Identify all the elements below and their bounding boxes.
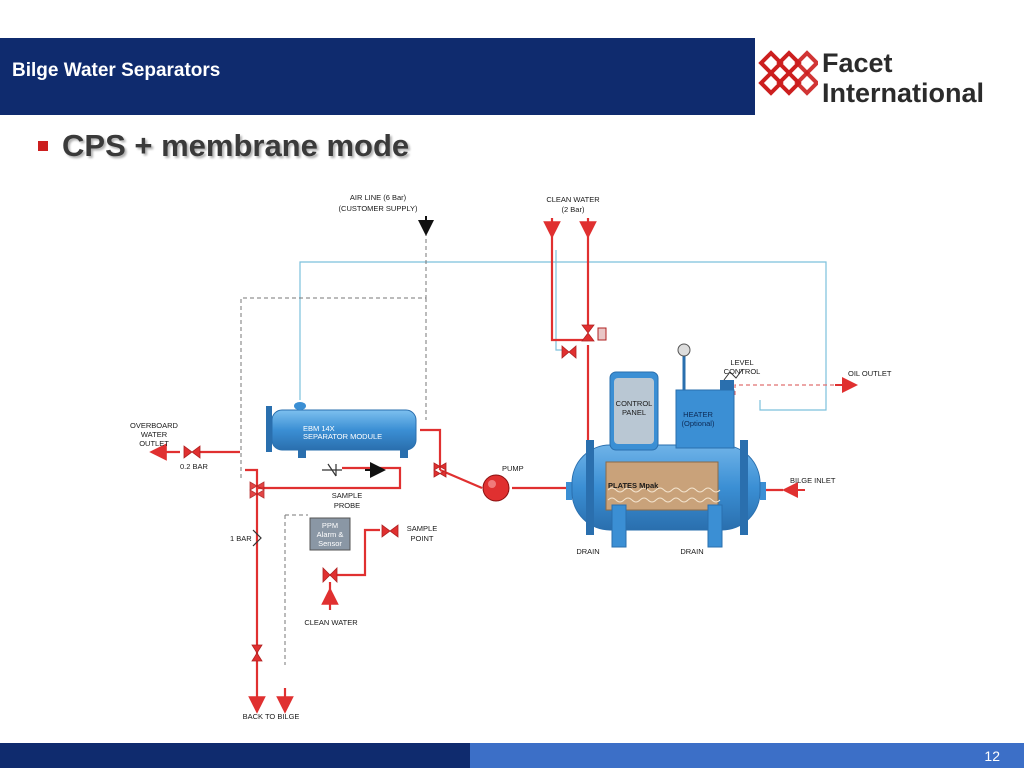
- air-line-label-2: (CUSTOMER SUPPLY): [339, 204, 418, 213]
- oil-outlet-line: [734, 384, 835, 395]
- relief-valve-1bar: [252, 529, 262, 547]
- pump: [482, 474, 510, 502]
- clean-water-bottom-label: CLEAN WATER: [304, 618, 358, 627]
- module-label-2: SEPARATOR MODULE: [303, 432, 382, 441]
- control-panel-label-2: PANEL: [622, 408, 646, 417]
- clean-water-top-label-1: CLEAN WATER: [546, 195, 600, 204]
- bilge-inlet-label: BILGE INLET: [790, 476, 836, 485]
- facet-logo-mark: [758, 50, 820, 96]
- heater-label-2: (Optional): [682, 419, 715, 428]
- pressure-label-1-bar: 1 BAR: [230, 534, 252, 543]
- drain-left-label: DRAIN: [576, 547, 599, 556]
- main-vessel: [566, 343, 766, 548]
- pump-label: PUMP: [502, 464, 524, 473]
- back-to-bilge-label: BACK TO BILGE: [243, 712, 300, 721]
- level-control-label-2: CONTROL: [724, 367, 761, 376]
- ppm-sensor-box: [309, 517, 351, 551]
- facet-international-logo: Facet International: [758, 46, 1008, 110]
- footer-bar-right: [470, 743, 1024, 768]
- logo-text-facet: Facet: [822, 48, 893, 78]
- control-lines: [299, 250, 827, 411]
- bullet-text: CPS + membrane mode: [62, 128, 410, 163]
- control-panel-label-1: CONTROL: [616, 399, 653, 408]
- page-number: 12: [984, 748, 1000, 764]
- overboard-label-2: WATER: [141, 430, 168, 439]
- ppm-label-1: PPM: [322, 521, 338, 530]
- heater-label-1: HEATER: [683, 410, 713, 419]
- check-valve: [322, 463, 342, 477]
- footer-bar-left: [0, 743, 470, 768]
- sample-probe-label-1: SAMPLE: [332, 491, 362, 500]
- overboard-label-3: OUTLET: [139, 439, 169, 448]
- separator-module: [266, 402, 417, 458]
- valves: [183, 324, 595, 662]
- logo-text-international: International: [822, 78, 985, 108]
- air-lines: [240, 232, 427, 665]
- sample-point-label-2: POINT: [411, 534, 434, 543]
- level-control-label-1: LEVEL: [730, 358, 753, 367]
- plates-label: PLATES Mpak: [608, 481, 659, 490]
- ppm-label-3: Sensor: [318, 539, 342, 548]
- module-label-1: EBM 14X: [303, 424, 335, 433]
- sample-point-label-1: SAMPLE: [407, 524, 437, 533]
- oil-outlet-label: OIL OUTLET: [848, 369, 892, 378]
- bullet-marker: [38, 141, 48, 151]
- cps-membrane-diagram: AIR LINE (6 Bar) (CUSTOMER SUPPLY) CLEAN…: [130, 193, 892, 721]
- slide-title: Bilge Water Separators: [12, 60, 221, 81]
- clean-water-top-label-2: (2 Bar): [562, 205, 585, 214]
- ppm-label-2: Alarm &: [317, 530, 344, 539]
- pressure-label-0-2-bar: 0.2 BAR: [180, 462, 209, 471]
- drain-right-label: DRAIN: [680, 547, 703, 556]
- header-bar: [0, 38, 755, 115]
- pump-highlight: [488, 480, 496, 488]
- actuator: [597, 327, 607, 341]
- air-line-label-1: AIR LINE (6 Bar): [350, 193, 407, 202]
- overboard-label-1: OVERBOARD: [130, 421, 179, 430]
- sample-probe-label-2: PROBE: [334, 501, 360, 510]
